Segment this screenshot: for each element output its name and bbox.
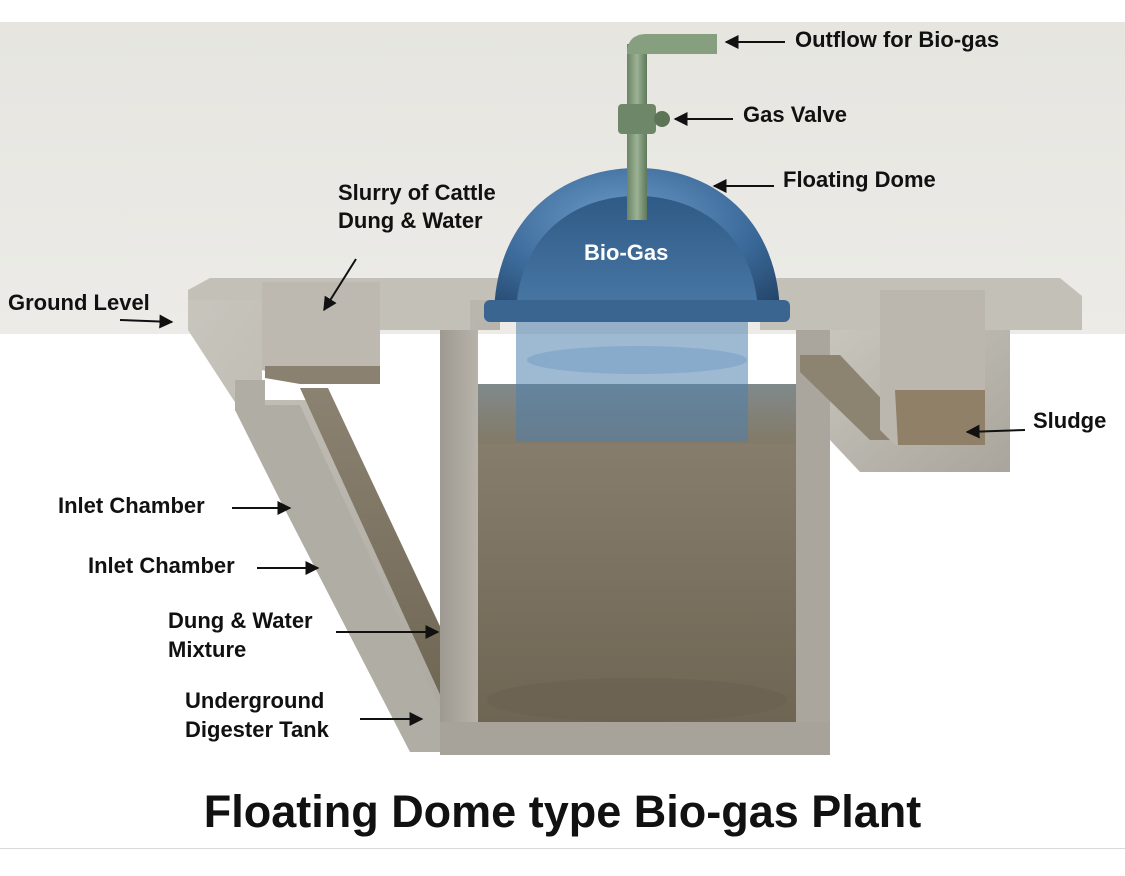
arrow-slurry — [323, 258, 357, 312]
label-outflow: Outflow for Bio-gas — [795, 27, 1000, 52]
inlet-wall-outer — [235, 380, 455, 752]
label-floating-dome: Floating Dome — [783, 167, 936, 192]
digester-sediment — [487, 678, 787, 722]
arrow-sludge — [965, 424, 1026, 439]
label-slurry-line1: Slurry of Cattle — [338, 180, 496, 205]
arrow-ground-level — [119, 314, 174, 329]
label-digester-line1: Underground — [185, 688, 325, 713]
digester-wall-left — [440, 330, 478, 755]
digester-floor — [440, 722, 830, 755]
label-digester-line2: Digester Tank — [185, 717, 329, 742]
label-inlet-chamber-2: Inlet Chamber — [88, 553, 235, 578]
bottom-divider — [0, 848, 1125, 849]
label-gas-valve: Gas Valve — [743, 102, 847, 127]
sludge-contents — [895, 390, 985, 445]
label-ground-level: Ground Level — [8, 290, 150, 315]
label-mixture-line1: Dung & Water — [168, 608, 313, 633]
floating-dome-inner — [516, 196, 758, 318]
gas-valve-body — [618, 104, 656, 134]
gas-pipe-elbow — [627, 34, 717, 54]
inlet-basin-liquid — [265, 366, 380, 384]
label-slurry-line2: Dung & Water — [338, 208, 483, 233]
label-inlet-chamber-1: Inlet Chamber — [58, 493, 205, 518]
dome-water-ripple — [527, 346, 747, 374]
dome-skirt — [516, 322, 748, 442]
label-mixture-line2: Mixture — [168, 637, 247, 662]
outlet-channel — [800, 355, 892, 440]
gas-valve-knob — [654, 111, 670, 127]
digester-wall-right — [796, 330, 830, 755]
label-sludge: Sludge — [1033, 408, 1107, 433]
dome-rim — [484, 300, 790, 322]
diagram-title: Floating Dome type Bio-gas Plant — [203, 786, 922, 837]
label-bio-gas: Bio-Gas — [584, 240, 669, 265]
inlet-basin — [262, 282, 380, 380]
